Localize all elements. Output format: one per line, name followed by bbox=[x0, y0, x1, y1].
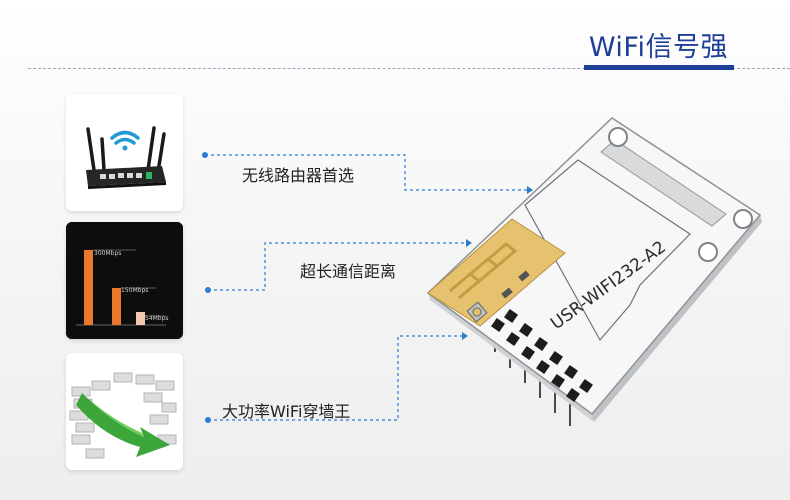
title-divider bbox=[28, 68, 790, 69]
arrow-distance bbox=[466, 239, 472, 247]
feature-label-distance: 超长通信距离 bbox=[300, 262, 397, 281]
bar-chart-icon: 300Mbps 150Mbps 54Mbps bbox=[66, 222, 183, 339]
connector-distance bbox=[208, 242, 466, 291]
wall-break-icon bbox=[66, 353, 183, 470]
mount-hole bbox=[698, 242, 718, 262]
mount-hole bbox=[733, 209, 753, 229]
feature-label-router: 无线路由器首选 bbox=[242, 166, 355, 185]
arrow-router bbox=[527, 186, 533, 194]
connector-dot-distance bbox=[205, 287, 211, 293]
wall-card bbox=[66, 353, 183, 470]
connector-wall bbox=[208, 335, 462, 421]
bar-150mbps bbox=[112, 288, 121, 325]
connector-router bbox=[205, 154, 527, 191]
page-title: WiFi信号强 bbox=[588, 32, 728, 63]
connector-dot-wall bbox=[205, 417, 211, 423]
pcb-antenna bbox=[427, 218, 566, 327]
bar-label-300mbps: 300Mbps bbox=[94, 250, 121, 257]
bar-label-54mbps: 54Mbps bbox=[145, 315, 169, 322]
connector-dot-router bbox=[202, 152, 208, 158]
title-underline bbox=[584, 65, 734, 70]
speed-chart-card: 300Mbps 150Mbps 54Mbps bbox=[66, 222, 183, 339]
router-card bbox=[66, 94, 183, 211]
bar-label-150mbps: 150Mbps bbox=[121, 287, 148, 294]
arrow-wall bbox=[462, 332, 468, 340]
bar-300mbps bbox=[84, 250, 93, 325]
feature-label-wall: 大功率WiFi穿墙王 bbox=[222, 402, 351, 421]
mount-hole bbox=[608, 127, 628, 147]
bar-54mbps bbox=[136, 312, 145, 325]
router-icon bbox=[66, 94, 183, 211]
